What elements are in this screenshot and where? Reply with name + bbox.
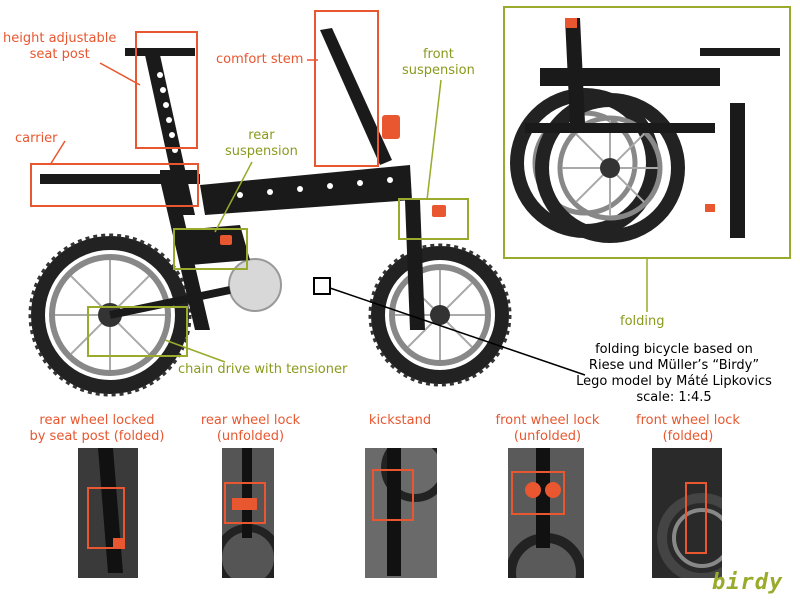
detail-image-kickstand: [365, 448, 437, 578]
detail-image-rear-wheel-locked: [78, 448, 138, 578]
detail-image-rear-wheel-lock-unfolded: [222, 448, 274, 578]
carrier-highlight-box: [30, 163, 199, 207]
folded-bicycle-panel: [503, 6, 791, 259]
rear-suspension-highlight-box: [173, 228, 248, 270]
front-suspension-highlight-box: [398, 198, 469, 240]
leader-lines: [49, 59, 648, 376]
detail-callout-box: [313, 277, 331, 295]
chain-drive-highlight-box: [87, 306, 188, 357]
chain-drive-label: chain drive with tensioner: [178, 362, 348, 377]
comfort-stem-highlight-box: [314, 10, 379, 167]
seat-post-highlight-box: [135, 31, 198, 149]
detail-label-rear-wheel-lock-unfolded: rear wheel lock(unfolded): [200, 413, 301, 444]
carrier-label: carrier: [15, 131, 58, 146]
detail-label-front-wheel-lock-folded: front wheel lock(folded): [636, 413, 740, 444]
detail-image-front-wheel-lock-unfolded: [508, 448, 584, 578]
folding-label: folding: [620, 314, 665, 329]
folded-bicycle-image: [510, 18, 780, 243]
detail-image-front-wheel-lock-folded: [652, 448, 722, 578]
comfort-stem-label: comfort stem: [216, 52, 304, 67]
detail-label-kickstand: kickstand: [368, 413, 432, 428]
birdy-logo: birdy: [712, 570, 784, 595]
chainring: [228, 258, 282, 312]
model-description: folding bicycle based on Riese und Mülle…: [576, 342, 772, 405]
detail-label-front-wheel-lock-unfolded: front wheel lock(unfolded): [495, 413, 600, 444]
front-wheel: [368, 243, 512, 387]
